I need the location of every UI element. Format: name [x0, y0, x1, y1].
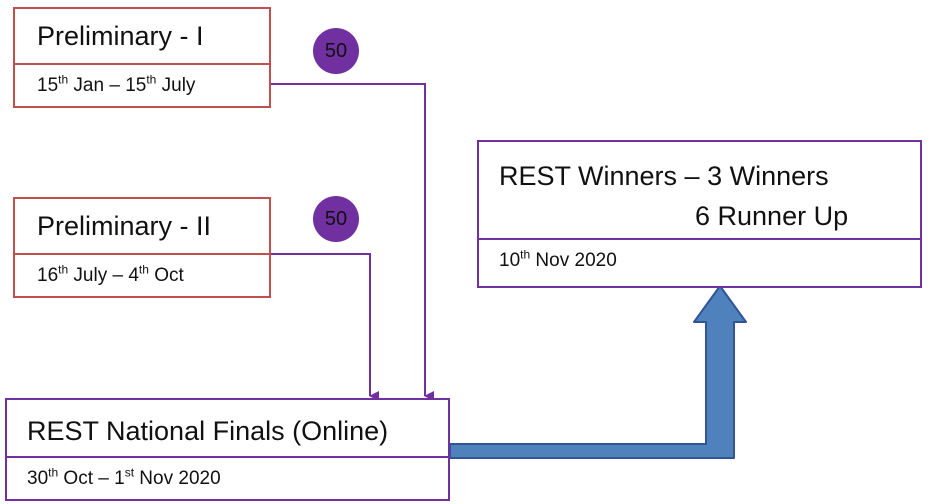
date-ordinal: th — [58, 262, 69, 277]
winners-title: REST Winners – 3 Winners 6 Runner Up — [479, 142, 920, 240]
big-arrow-finals-to-winners — [449, 285, 747, 459]
date-part: July – 4 — [68, 265, 139, 286]
date-part: Nov 2020 — [134, 468, 221, 489]
date-ordinal: th — [58, 72, 69, 87]
finals-date: 30th Oct – 1st Nov 2020 — [7, 458, 448, 490]
date-part: Oct – 1 — [58, 468, 125, 489]
date-part: 15 — [37, 75, 59, 96]
date-ordinal: th — [520, 247, 531, 262]
date-part: 16 — [37, 265, 59, 286]
date-part: July — [156, 75, 196, 96]
preliminary-1-date: 15th Jan – 15th July — [15, 65, 269, 97]
count-badge-preliminary-2: 50 — [313, 196, 359, 242]
date-part: Jan – 15 — [68, 75, 147, 96]
preliminary-1-title: Preliminary - I — [15, 9, 269, 65]
preliminary-1-box: Preliminary - I 15th Jan – 15th July — [13, 7, 271, 108]
connector-preliminary-1-to-finals — [271, 83, 434, 401]
date-ordinal: st — [124, 465, 135, 480]
winners-title-line1: REST Winners – 3 Winners — [499, 161, 829, 191]
winners-date: 10th Nov 2020 — [479, 240, 920, 272]
connector-preliminary-2-to-finals — [271, 253, 379, 401]
date-part: Nov 2020 — [530, 250, 617, 271]
count-badge-preliminary-1: 50 — [313, 28, 359, 74]
winners-box: REST Winners – 3 Winners 6 Runner Up 10t… — [477, 140, 922, 288]
date-ordinal: th — [48, 465, 59, 480]
winners-title-line2: 6 Runner Up — [695, 201, 849, 231]
date-ordinal: th — [146, 72, 157, 87]
finals-title: REST National Finals (Online) — [7, 400, 448, 458]
preliminary-2-box: Preliminary - II 16th July – 4th Oct — [13, 197, 271, 298]
date-part: 10 — [499, 250, 521, 271]
date-part: Oct — [148, 265, 184, 286]
preliminary-2-date: 16th July – 4th Oct — [15, 255, 269, 287]
finals-box: REST National Finals (Online) 30th Oct –… — [5, 398, 450, 501]
date-ordinal: th — [138, 262, 149, 277]
preliminary-2-title: Preliminary - II — [15, 199, 269, 255]
date-part: 30 — [27, 468, 49, 489]
